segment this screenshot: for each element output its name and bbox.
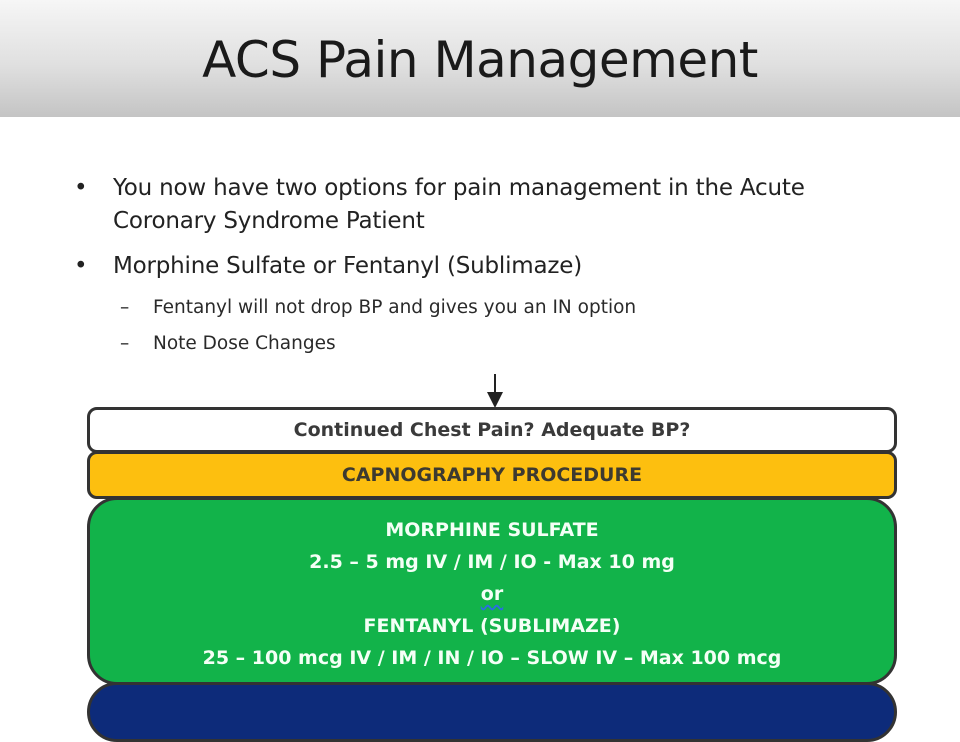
medication-or: or (90, 578, 894, 610)
medication-line: MORPHINE SULFATE (385, 519, 599, 541)
medication-line: 25 – 100 mcg IV / IM / IN / IO – SLOW IV… (202, 647, 782, 669)
medication-line: 2.5 – 5 mg IV / IM / IO - Max 10 mg (309, 551, 675, 573)
flow-step-medication: MORPHINE SULFATE 2.5 – 5 mg IV / IM / IO… (87, 497, 897, 685)
bullet-list: You now have two options for pain manage… (74, 172, 904, 367)
sub-bullet-item: Note Dose Changes (74, 331, 904, 357)
bullet-item: Morphine Sulfate or Fentanyl (Sublimaze) (74, 250, 904, 283)
bullet-item: You now have two options for pain manage… (74, 172, 904, 238)
or-word: or (480, 583, 504, 605)
flow-step-capnography: CAPNOGRAPHY PROCEDURE (87, 451, 897, 499)
medication-line: FENTANYL (SUBLIMAZE) (363, 615, 621, 637)
flow-step-next (87, 682, 897, 742)
title-bar (0, 0, 960, 117)
flow-step-chest-pain: Continued Chest Pain? Adequate BP? (87, 407, 897, 453)
flow-arrow-icon (487, 374, 503, 408)
slide-title: ACS Pain Management (202, 31, 758, 89)
sub-bullet-item: Fentanyl will not drop BP and gives you … (74, 295, 904, 321)
